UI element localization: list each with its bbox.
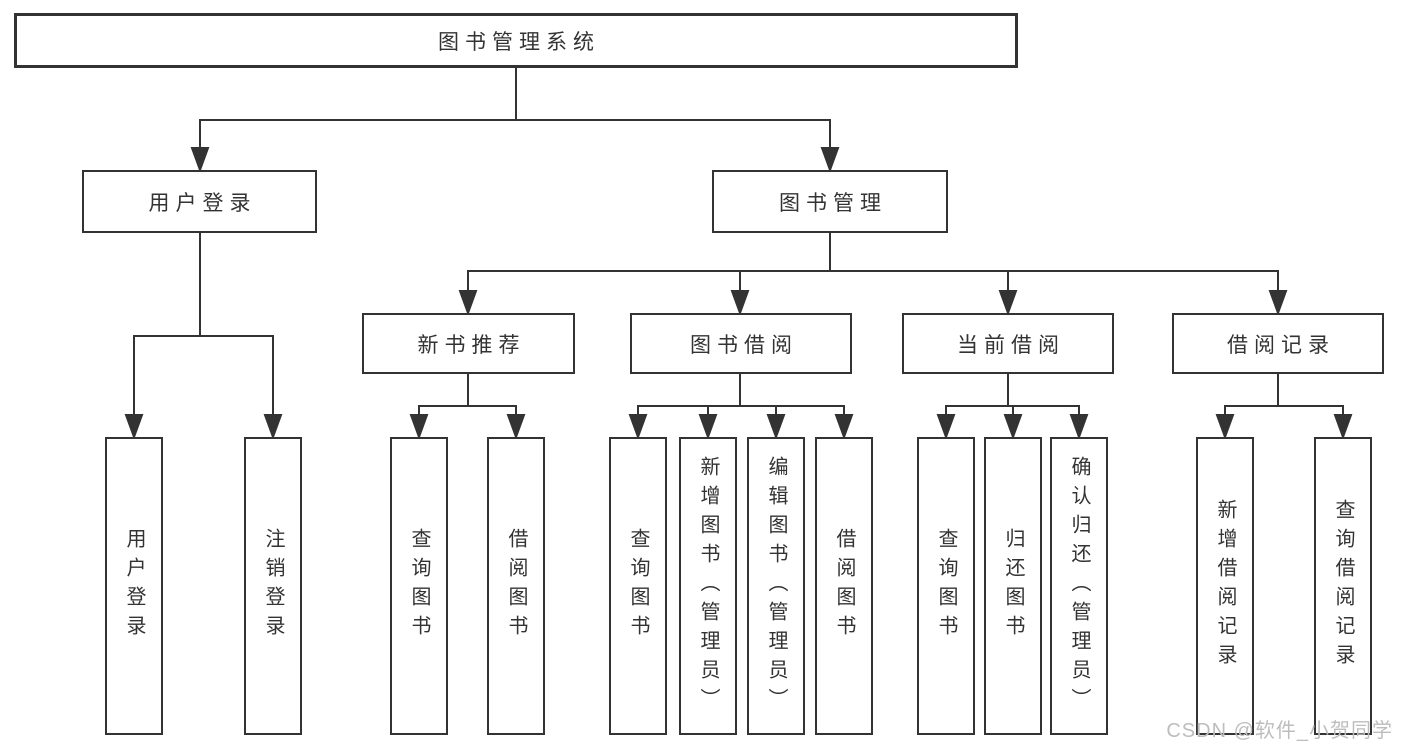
arrow-down-icon [730, 290, 750, 316]
arrow-down-icon [506, 414, 526, 440]
arrow-down-icon [263, 414, 283, 440]
node-label: 新书推荐 [417, 333, 526, 357]
arrow-down-icon [998, 290, 1018, 316]
arrow-down-icon [628, 414, 648, 440]
node-label: 注销登录 [262, 528, 284, 644]
node-label: 新增借阅记录 [1214, 499, 1236, 673]
node-label: 图书借阅 [690, 333, 798, 357]
node-book-management: 图书管理 [712, 170, 948, 233]
node-new-book-recommend: 新书推荐 [362, 313, 575, 374]
leaf-query-books-current: 查询图书 [917, 437, 975, 735]
node-library-system: 图书管理系统 [14, 13, 1018, 68]
leaf-add-book-admin: 新增图书（管理员） [679, 437, 737, 735]
arrow-down-icon [936, 414, 956, 440]
node-label: 用户登录 [148, 191, 257, 215]
leaf-return-book: 归还图书 [984, 437, 1042, 735]
leaf-query-books-borrow: 查询图书 [609, 437, 667, 735]
node-label: 图书管理系统 [438, 30, 600, 54]
arrow-down-icon [1003, 414, 1023, 440]
arrow-down-icon [190, 147, 210, 173]
leaf-borrow-books: 借阅图书 [815, 437, 873, 735]
node-book-borrow: 图书借阅 [630, 313, 852, 374]
arrow-down-icon [409, 414, 429, 440]
leaf-confirm-return-admin: 确认归还（管理员） [1050, 437, 1108, 735]
node-label: 借阅图书 [833, 528, 855, 644]
leaf-user-login: 用户登录 [105, 437, 163, 735]
arrow-down-icon [1215, 414, 1235, 440]
node-label: 借阅记录 [1227, 333, 1335, 357]
node-label: 新增图书（管理员） [697, 455, 719, 717]
leaf-query-books-recommend: 查询图书 [390, 437, 448, 735]
arrow-down-icon [1069, 414, 1089, 440]
node-label: 查询图书 [935, 528, 957, 644]
arrow-down-icon [766, 414, 786, 440]
node-label: 当前借阅 [957, 333, 1065, 357]
node-label: 编辑图书（管理员） [765, 455, 787, 717]
csdn-watermark: CSDN @软件_小贺同学 [1166, 720, 1393, 742]
node-user-login: 用户登录 [82, 170, 317, 233]
arrow-down-icon [834, 414, 854, 440]
arrow-down-icon [1333, 414, 1353, 440]
arrow-down-icon [1268, 290, 1288, 316]
arrow-down-icon [820, 147, 840, 173]
leaf-query-borrow-record: 查询借阅记录 [1314, 437, 1372, 735]
node-label: 归还图书 [1002, 528, 1024, 644]
arrow-down-icon [124, 414, 144, 440]
node-label: 用户登录 [123, 528, 145, 644]
node-label: 确认归还（管理员） [1068, 455, 1090, 717]
leaf-edit-book-admin: 编辑图书（管理员） [747, 437, 805, 735]
node-label: 借阅图书 [505, 528, 527, 644]
node-label: 查询借阅记录 [1332, 499, 1354, 673]
arrow-down-icon [458, 290, 478, 316]
leaf-borrow-books-recommend: 借阅图书 [487, 437, 545, 735]
node-label: 查询图书 [627, 528, 649, 644]
leaf-add-borrow-record: 新增借阅记录 [1196, 437, 1254, 735]
leaf-logout: 注销登录 [244, 437, 302, 735]
node-label: 查询图书 [408, 528, 430, 644]
node-label: 图书管理 [779, 191, 887, 215]
arrow-down-icon [698, 414, 718, 440]
node-borrow-records: 借阅记录 [1172, 313, 1384, 374]
node-current-borrow: 当前借阅 [902, 313, 1114, 374]
